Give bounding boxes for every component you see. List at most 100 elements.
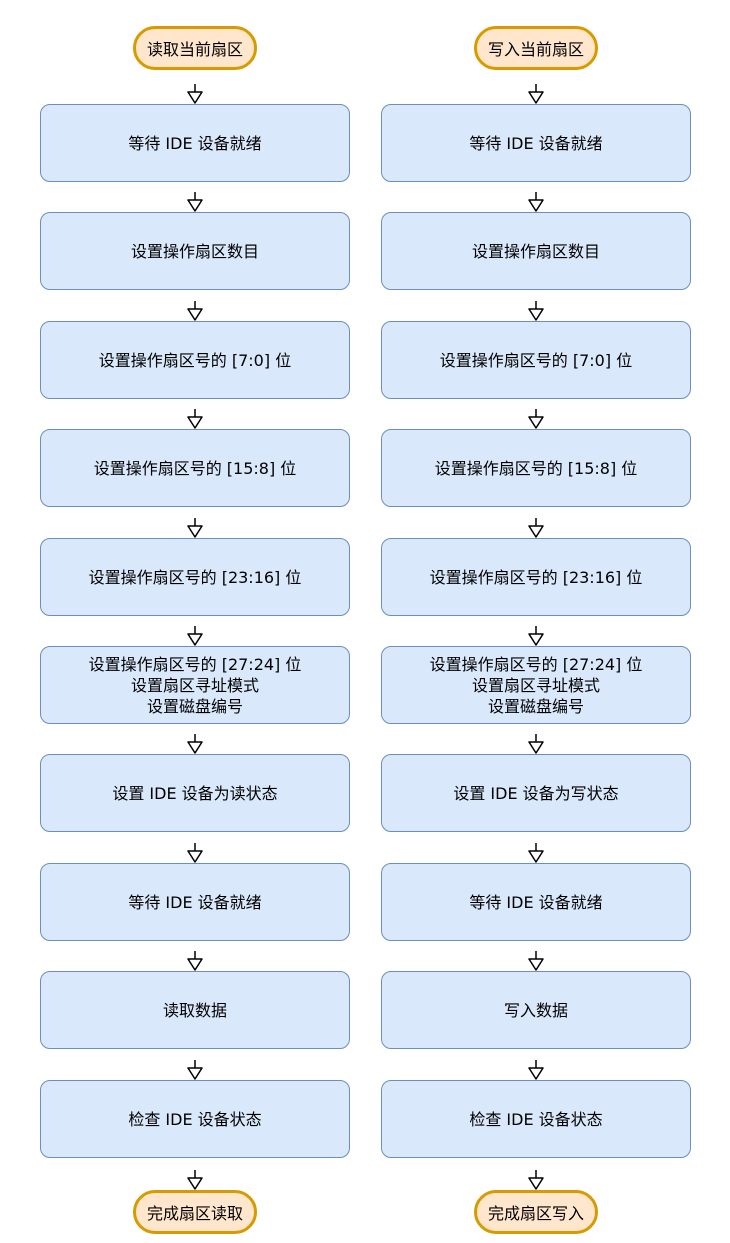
process-step: 等待 IDE 设备就绪 — [40, 863, 350, 941]
arrowhead-icon — [528, 958, 544, 971]
arrowhead-icon — [187, 199, 203, 212]
step-text: 等待 IDE 设备就绪 — [128, 133, 261, 154]
flow-arrow-0-2 — [187, 301, 203, 321]
arrowhead-icon — [187, 958, 203, 971]
arrowhead-icon — [528, 850, 544, 863]
process-step: 设置操作扇区号的 [27:24] 位设置扇区寻址模式设置磁盘编号 — [40, 646, 350, 724]
arrowhead-icon — [528, 199, 544, 212]
step-label: 设置操作扇区号的 [15:8] 位 — [434, 458, 638, 478]
flow-arrow-1-0 — [528, 84, 544, 104]
step-text: 设置操作扇区号的 [23:16] 位 — [430, 567, 643, 588]
process-step: 设置操作扇区号的 [15:8] 位 — [381, 429, 691, 507]
process-step: 检查 IDE 设备状态 — [40, 1080, 350, 1158]
step-text: 设置操作扇区数目 — [131, 241, 259, 262]
end-terminal: 完成扇区读取 — [133, 1190, 257, 1234]
step-text: 检查 IDE 设备状态 — [469, 1109, 602, 1130]
arrowhead-icon — [528, 308, 544, 321]
step-text: 设置操作扇区号的 [15:8] 位 — [94, 458, 297, 479]
arrowhead-icon — [528, 525, 544, 538]
process-step: 设置操作扇区号的 [7:0] 位 — [381, 321, 691, 399]
step-text: 设置操作扇区号的 [23:16] 位 — [89, 567, 302, 588]
step-label: 等待 IDE 设备就绪 — [469, 892, 603, 912]
process-step: 设置 IDE 设备为写状态 — [381, 754, 691, 832]
step-label: 设置操作扇区号的 [15:8] 位 — [93, 458, 297, 478]
arrowhead-icon — [187, 1177, 203, 1190]
step-label: 设置操作扇区数目 — [471, 241, 600, 261]
flow-arrow-1-4 — [528, 518, 544, 538]
process-step: 设置操作扇区数目 — [40, 212, 350, 290]
step-label: 等待 IDE 设备就绪 — [128, 892, 262, 912]
process-step: 等待 IDE 设备就绪 — [381, 863, 691, 941]
step-text: 设置操作扇区数目 — [472, 241, 600, 262]
process-step: 检查 IDE 设备状态 — [381, 1080, 691, 1158]
step-label: 设置操作扇区数目 — [130, 241, 259, 261]
step-text: 设置 IDE 设备为写状态 — [453, 783, 618, 804]
arrowhead-icon — [528, 1067, 544, 1080]
step-label: 设置扇区寻址模式 — [130, 675, 259, 695]
process-step: 设置操作扇区号的 [23:16] 位 — [381, 538, 691, 616]
process-step: 等待 IDE 设备就绪 — [40, 104, 350, 182]
flow-arrow-1-1 — [528, 192, 544, 212]
process-step: 读取数据 — [40, 971, 350, 1049]
flow-arrow-0-6 — [187, 734, 203, 754]
step-text: 等待 IDE 设备就绪 — [469, 133, 602, 154]
flow-arrow-0-1 — [187, 192, 203, 212]
step-label: 设置操作扇区号的 [7:0] 位 — [98, 350, 292, 370]
step-text: 写入数据 — [504, 1000, 568, 1021]
arrowhead-icon — [187, 308, 203, 321]
step-text: 等待 IDE 设备就绪 — [128, 892, 261, 913]
flow-arrow-1-5 — [528, 626, 544, 646]
arrowhead-icon — [187, 91, 203, 104]
arrowhead-icon — [528, 741, 544, 754]
step-text: 设置操作扇区号的 [27:24] 位设置扇区寻址模式设置磁盘编号 — [89, 654, 302, 717]
step-label: 设置磁盘编号 — [487, 696, 584, 716]
flow-arrow-0-9 — [187, 1060, 203, 1080]
flow-arrow-1-2 — [528, 301, 544, 321]
step-label: 设置操作扇区号的 [7:0] 位 — [439, 350, 633, 370]
step-label: 写入数据 — [503, 1000, 568, 1020]
process-step: 等待 IDE 设备就绪 — [381, 104, 691, 182]
step-text: 等待 IDE 设备就绪 — [469, 892, 602, 913]
step-text: 设置操作扇区号的 [27:24] 位设置扇区寻址模式设置磁盘编号 — [430, 654, 643, 717]
flow-arrow-0-8 — [187, 951, 203, 971]
flow-arrow-0-10 — [187, 1170, 203, 1190]
flow-arrow-1-10 — [528, 1170, 544, 1190]
step-text: 设置操作扇区号的 [7:0] 位 — [440, 350, 632, 371]
flow-arrow-0-0 — [187, 84, 203, 104]
step-label: 设置 IDE 设备为读状态 — [112, 783, 278, 803]
step-text: 设置操作扇区号的 [15:8] 位 — [435, 458, 638, 479]
step-text: 设置操作扇区号的 [7:0] 位 — [99, 350, 291, 371]
start-terminal: 读取当前扇区 — [133, 26, 257, 70]
flow-arrow-1-7 — [528, 843, 544, 863]
arrowhead-icon — [528, 416, 544, 429]
step-label: 设置操作扇区号的 [23:16] 位 — [88, 567, 302, 587]
flow-arrow-1-6 — [528, 734, 544, 754]
arrowhead-icon — [187, 633, 203, 646]
step-label: 设置操作扇区号的 [27:24] 位 — [88, 654, 302, 674]
flow-arrow-0-3 — [187, 409, 203, 429]
step-label: 等待 IDE 设备就绪 — [128, 133, 262, 153]
step-text: 检查 IDE 设备状态 — [128, 1109, 261, 1130]
arrowhead-icon — [528, 1177, 544, 1190]
process-step: 设置操作扇区号的 [23:16] 位 — [40, 538, 350, 616]
process-step: 设置 IDE 设备为读状态 — [40, 754, 350, 832]
step-label: 设置扇区寻址模式 — [471, 675, 600, 695]
arrowhead-icon — [187, 416, 203, 429]
flow-arrow-1-3 — [528, 409, 544, 429]
flow-arrow-0-7 — [187, 843, 203, 863]
process-step: 设置操作扇区号的 [15:8] 位 — [40, 429, 350, 507]
step-label: 设置操作扇区号的 [27:24] 位 — [429, 654, 643, 674]
process-step: 写入数据 — [381, 971, 691, 1049]
arrowhead-icon — [187, 1067, 203, 1080]
arrowhead-icon — [528, 633, 544, 646]
process-step: 设置操作扇区号的 [7:0] 位 — [40, 321, 350, 399]
process-step: 设置操作扇区数目 — [381, 212, 691, 290]
step-label: 读取数据 — [162, 1000, 227, 1020]
step-text: 设置 IDE 设备为读状态 — [112, 783, 277, 804]
flow-arrow-1-8 — [528, 951, 544, 971]
step-text: 读取数据 — [163, 1000, 227, 1021]
step-label: 等待 IDE 设备就绪 — [469, 133, 603, 153]
flow-arrow-0-4 — [187, 518, 203, 538]
step-label: 设置操作扇区号的 [23:16] 位 — [429, 567, 643, 587]
